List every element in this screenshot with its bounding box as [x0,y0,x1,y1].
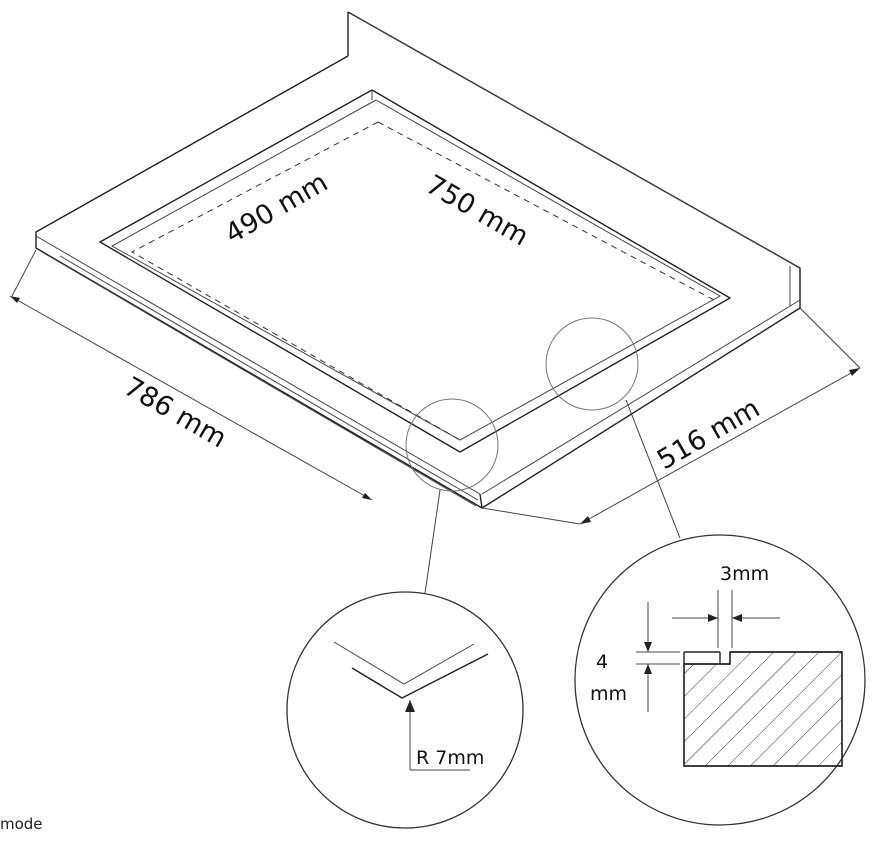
groove-detail: 3mm 4 mm [574,534,866,826]
dimension-786 [9,249,373,501]
tray-body [35,11,801,509]
label-groove-width: 3mm [720,563,769,585]
label-corner-radius: R 7mm [416,747,484,769]
label-516: 516 mm [652,393,765,476]
corner-detail: R 7mm [286,591,524,829]
label-750: 750 mm [421,169,534,252]
label-groove-depth-2: mm [590,683,627,705]
detail-marker-groove [545,317,639,411]
detail-marker-corner [405,398,499,492]
label-groove-depth-1: 4 [596,651,608,673]
label-786: 786 mm [119,371,232,454]
dimension-516 [481,307,861,525]
footer-text: mode [0,815,43,833]
leader-groove [625,399,681,539]
leader-corner [423,489,441,601]
label-490: 490 mm [220,167,333,250]
